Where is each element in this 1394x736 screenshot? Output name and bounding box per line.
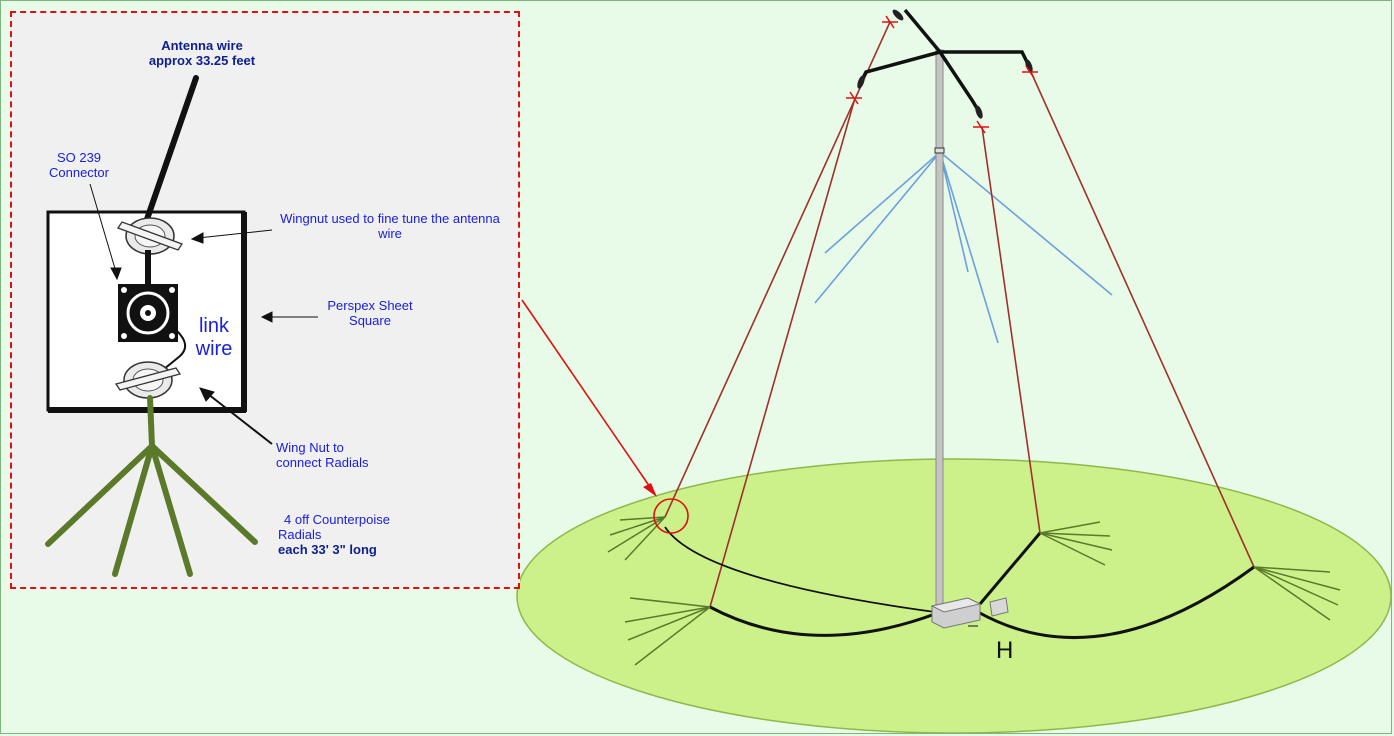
blue-radial-wires [814, 151, 1113, 344]
pointer-arrowhead [643, 483, 657, 497]
highlight-circle [653, 498, 689, 534]
wing-nut-radials-label: Wing Nut to connect Radials [276, 440, 369, 470]
perspex-label: Perspex Sheet Square [320, 298, 420, 328]
perspex-label-line2: Square [349, 313, 391, 328]
counterpoise-label-line3: each 33' 3" long [278, 542, 377, 557]
counterpoise-radials [45, 395, 258, 577]
antenna-wire-label-line2: approx 33.25 feet [148, 53, 256, 68]
perspex-label-line1: Perspex Sheet [327, 298, 413, 313]
link-wire-label: link wire [190, 315, 238, 361]
wire-break-marks [846, 15, 1038, 134]
box-h-label: H [996, 637, 1014, 664]
insulators [857, 9, 1033, 119]
so239-label: SO 239 Connector [40, 150, 118, 180]
antenna-wire-label: Antenna wire approx 33.25 feet [146, 38, 258, 68]
link-wire-label-line1: link [198, 315, 229, 337]
pointer-arrow-line [521, 299, 653, 491]
guy-wires [664, 21, 1255, 608]
link-wire-label-line2: wire [195, 338, 233, 360]
so239-connector [118, 284, 178, 342]
ground-radials [607, 516, 1341, 666]
so239-label-line2: Connector [49, 165, 109, 180]
antenna-wire [143, 75, 199, 225]
antenna-wire-label-line1: Antenna wire [161, 38, 243, 53]
mast-clamp [934, 147, 945, 154]
annotation-pointers [89, 183, 318, 445]
counterpoise-label-line1: 4 off Counterpoise [284, 512, 390, 527]
wing-nut-radials-label-line2: connect Radials [276, 455, 369, 470]
wingnut-tune-label: Wingnut used to fine tune the antenna wi… [270, 211, 510, 241]
bottom-wingnut [114, 361, 182, 399]
top-wingnut [117, 217, 183, 255]
so239-label-line1: SO 239 [56, 150, 102, 165]
wing-nut-radials-label-line1: Wing Nut to [276, 440, 344, 455]
counterpoise-label-line2: Radials [278, 527, 322, 542]
tuner-box [930, 597, 1009, 629]
wingnut-tune-label-line1: Wingnut used to fine tune the antenna [280, 211, 500, 226]
counterpoise-label: 4 off Counterpoise Radials each 33' 3" l… [278, 512, 390, 557]
wingnut-tune-label-line2: wire [378, 226, 402, 241]
feed-wires [664, 526, 1255, 640]
